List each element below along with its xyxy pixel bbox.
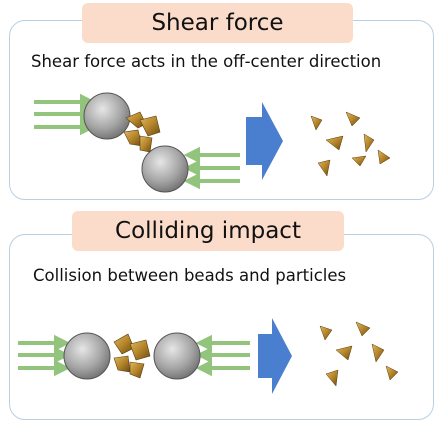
bead-icon: [153, 332, 201, 380]
bead-icon: [141, 145, 189, 193]
colliding-impact-title: Colliding impact: [72, 211, 344, 251]
force-arrow-icon: [183, 146, 240, 190]
force-arrow-icon: [18, 334, 71, 377]
shear-force-description: Shear force acts in the off-center direc…: [31, 52, 382, 71]
process-arrow-icon: [246, 102, 283, 180]
bead-icon: [83, 92, 131, 140]
shear-force-title: Shear force: [82, 3, 353, 43]
bead-icon: [63, 332, 111, 380]
fragment-icon: [319, 321, 399, 387]
force-arrow-icon: [195, 334, 250, 377]
fragment-icon: [310, 111, 391, 177]
particle-icon: [113, 333, 151, 379]
colliding-impact-description: Collision between beads and particles: [33, 266, 347, 285]
process-arrow-icon: [258, 318, 292, 394]
force-arrow-icon: [34, 93, 97, 136]
shear-force-illustration: [34, 92, 391, 193]
colliding-impact-illustration: [18, 318, 399, 394]
particle-icon: [123, 111, 161, 153]
